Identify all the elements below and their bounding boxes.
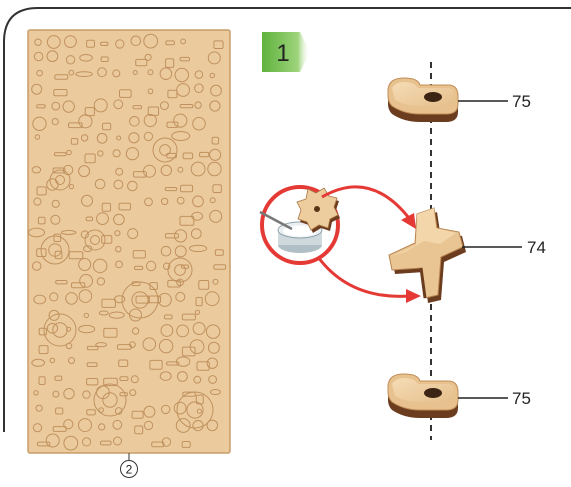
step-number: 1 — [276, 40, 289, 67]
sheet-number: 2 — [126, 463, 133, 477]
step-badge: 1 — [262, 32, 310, 72]
sheet-number-marker: 2 — [121, 453, 138, 478]
cam-part-top — [388, 78, 458, 122]
plywood-sheet — [28, 30, 230, 453]
glue-callout — [260, 187, 340, 263]
part-label-bottom-cam: 75 — [512, 389, 531, 408]
part-label-top-cam: 75 — [512, 92, 531, 111]
cam-part-bottom — [388, 374, 458, 418]
arrow-head-lower — [406, 289, 421, 303]
part-label-cross-hub: 74 — [527, 238, 546, 257]
cross-hub-part — [389, 208, 466, 303]
